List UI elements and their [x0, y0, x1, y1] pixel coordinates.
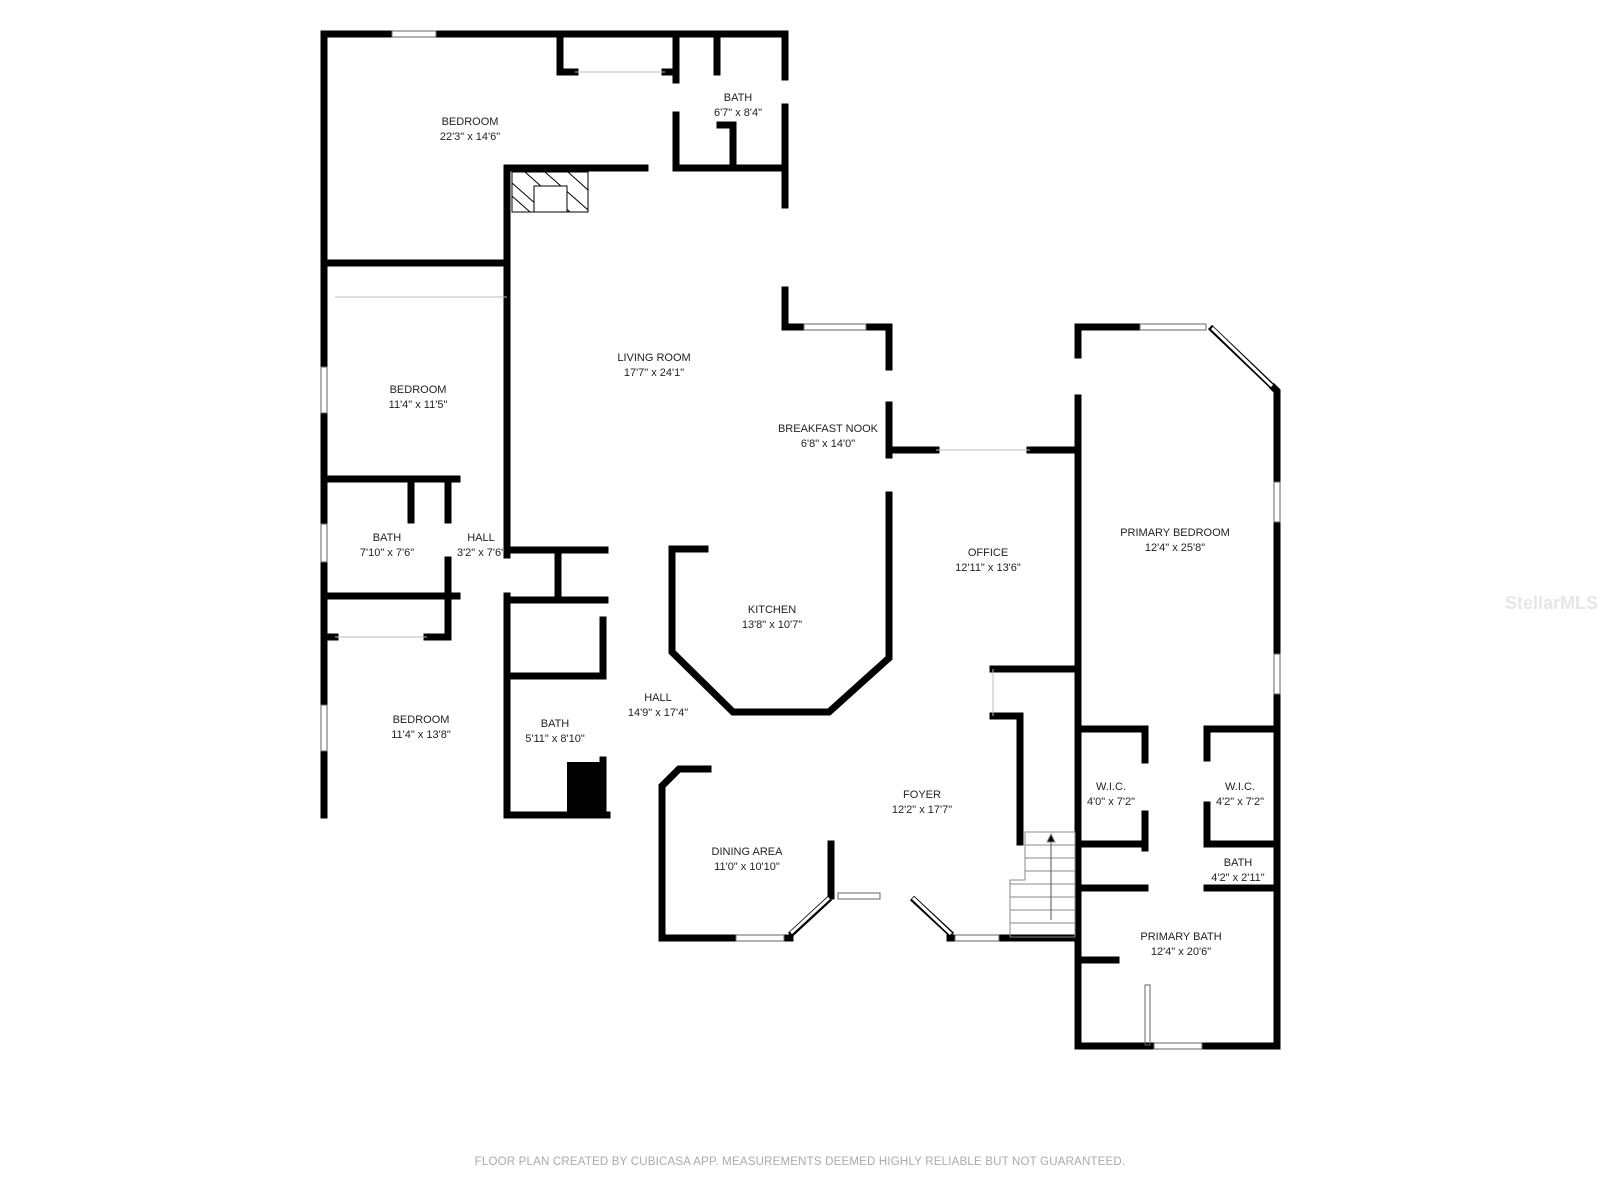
wall [1203, 801, 1281, 848]
window [320, 704, 328, 752]
watermark: StellarMLS [1505, 593, 1599, 613]
room-size: 12'2" x 17'7" [891, 804, 953, 816]
room-size: 3'2" x 7'6" [456, 547, 506, 559]
room-size: 4'0" x 7'2" [1086, 796, 1136, 808]
room-size: 11'0" x 10'10" [714, 861, 780, 873]
wall [423, 556, 452, 641]
room-label-hall-2: HALL 14'9" x 17'4" [628, 691, 688, 721]
wall [320, 30, 789, 819]
room-name: HALL [644, 692, 672, 704]
room-label-bedroom-2: BEDROOM 11'4" x 11'5" [389, 383, 448, 413]
room-size: 4'2" x 2'11" [1211, 872, 1265, 884]
room-name: PRIMARY BEDROOM [1120, 527, 1230, 539]
room-size: 11'4" x 13'8" [391, 729, 451, 741]
window [803, 323, 867, 331]
room-size: 11'4" x 11'5" [388, 399, 448, 411]
room-label-wic-2: W.I.C. 4'2" x 7'2" [1216, 780, 1264, 810]
room-name: BATH [723, 92, 753, 104]
closet-block [567, 762, 605, 815]
room-name: HALL [467, 532, 495, 544]
wall [1026, 446, 1082, 1050]
wall [556, 30, 579, 76]
window [1273, 481, 1281, 523]
room-size: 14'9" x 17'4" [627, 707, 689, 719]
room-size: 12'4" x 25'8" [1144, 542, 1206, 554]
wall [781, 286, 831, 331]
openings [335, 71, 1151, 1046]
room-name: KITCHEN [747, 604, 797, 616]
room-label-bedroom-3: BEDROOM 11'4" x 13'8" [391, 713, 451, 743]
room-name: BATH [540, 718, 570, 730]
footer-disclaimer: FLOOR PLAN CREATED BY CUBICASA APP. MEAS… [474, 1156, 1126, 1168]
room-name: BATH [1223, 857, 1253, 869]
window [320, 366, 328, 414]
room-size: 17'7" x 24'1" [623, 367, 685, 379]
wall [716, 121, 737, 172]
fireplace [511, 171, 589, 213]
room-label-kitchen: KITCHEN 13'8" x 10'7" [742, 603, 802, 633]
wall [658, 765, 740, 942]
room-size: 22'3" x 14'6" [439, 131, 501, 143]
room-label-wic-1: W.I.C. 4'0" x 7'2" [1087, 780, 1135, 810]
room-size: 12'11" x 13'6" [955, 562, 1021, 574]
room-name: BEDROOM [392, 714, 450, 726]
room-label-bath-3: BATH 5'11" x 8'10" [525, 717, 585, 747]
room-label-living-room: LIVING ROOM 17'7" x 24'1" [617, 351, 690, 381]
room-name: W.I.C. [1225, 781, 1255, 793]
room-name: BEDROOM [441, 116, 499, 128]
room-label-bath-2: BATH 7'10" x 7'6" [360, 531, 414, 561]
wall [668, 491, 893, 716]
wall [863, 323, 893, 371]
window [391, 30, 437, 38]
window [735, 934, 785, 942]
room-label-bath-4: BATH 4'2" x 2'11" [1211, 856, 1264, 886]
walls [320, 30, 1281, 1050]
room-label-hall-1: HALL 3'2" x 7'6" [457, 531, 505, 561]
windows [320, 30, 1281, 1050]
room-name: BREAKFAST NOOK [777, 423, 879, 435]
room-label-bedroom-1: BEDROOM 22'3" x 14'6" [440, 115, 500, 145]
room-name: PRIMARY BATH [1140, 931, 1222, 943]
wall [1074, 725, 1149, 764]
window [1273, 653, 1281, 695]
room-size: 7'10" x 7'6" [359, 547, 415, 559]
room-name: OFFICE [967, 547, 1009, 559]
wall [503, 164, 649, 559]
stairs-up-arrow-icon [1046, 832, 1056, 843]
room-size: 4'2" x 7'2" [1215, 796, 1265, 808]
window [1139, 323, 1207, 331]
room-size: 5'11" x 8'10" [525, 733, 585, 745]
wall [989, 712, 1024, 846]
room-size: 13'8" x 10'7" [741, 619, 803, 631]
stairs [1009, 831, 1076, 938]
room-label-primary-bedroom: PRIMARY BEDROOM 12'4" x 25'8" [1120, 526, 1230, 556]
room-name: W.I.C. [1096, 781, 1126, 793]
room-name: FOYER [903, 789, 941, 801]
room-name: BATH [372, 532, 402, 544]
room-label-breakfast-nook: BREAKFAST NOOK 6'8" x 14'0" [778, 422, 878, 452]
window [837, 892, 881, 900]
room-label-dining-area: DINING AREA 11'0" x 10'10" [712, 845, 783, 875]
room-size: 6'8" x 14'0" [800, 438, 856, 450]
room-size: 12'4" x 20'6" [1150, 946, 1212, 958]
room-name: BEDROOM [389, 384, 447, 396]
room-label-foyer: FOYER 12'2" x 17'7" [892, 788, 952, 818]
room-label-bath-1: BATH 6'7" x 8'4" [714, 91, 762, 121]
room-name: LIVING ROOM [617, 352, 691, 364]
wall [1074, 840, 1149, 852]
window [1153, 1042, 1203, 1050]
window [954, 934, 1000, 942]
room-size: 6'7" x 8'4" [713, 107, 763, 119]
room-name: DINING AREA [711, 846, 783, 858]
room-label-office: OFFICE 12'11" x 13'6" [955, 546, 1021, 576]
window [320, 523, 328, 563]
room-label-primary-bath: PRIMARY BATH 12'4" x 20'6" [1140, 930, 1221, 960]
